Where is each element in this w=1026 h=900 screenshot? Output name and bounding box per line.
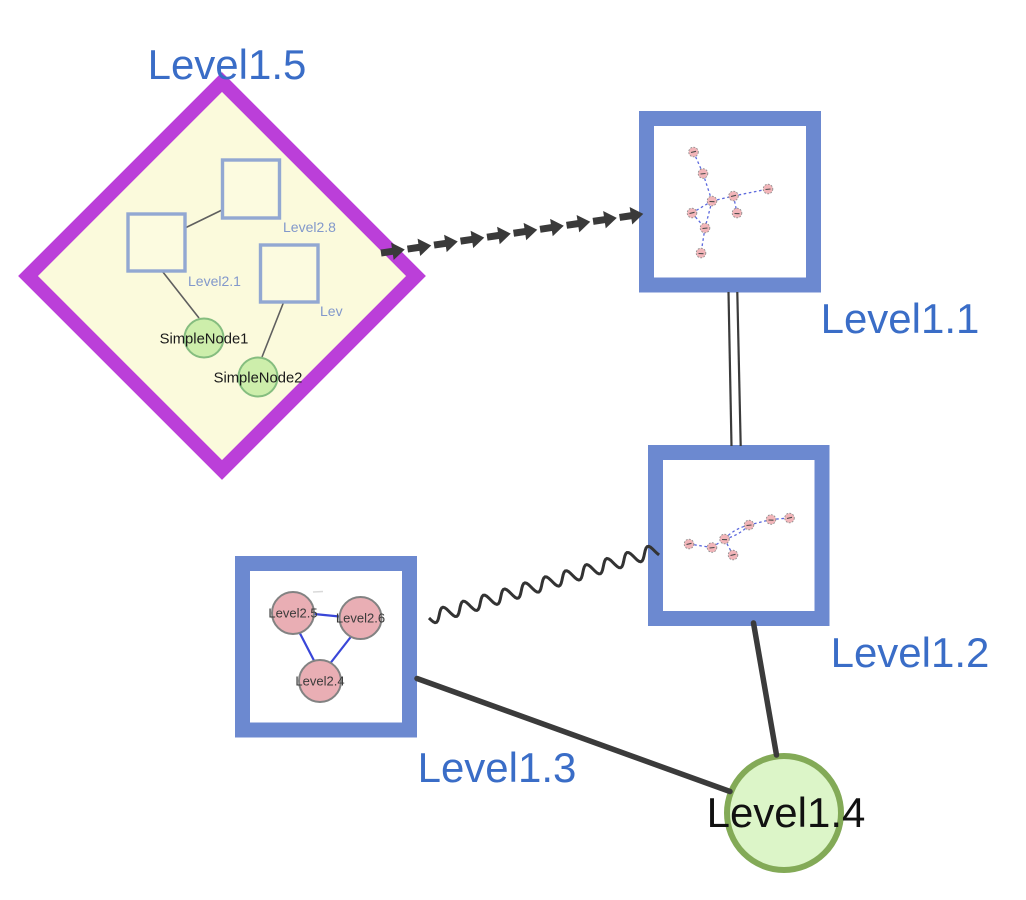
inner-node-level2-1[interactable] [126,212,187,273]
minigraph-level1-1-edge-5[interactable] [691,200,713,214]
minigraph-level1-2-node-0-label-mark [686,542,692,546]
label-level2-6: Level2.6 [336,611,385,626]
circle-level1-4[interactable] [724,753,844,873]
artifact-dash [312,590,324,593]
diamond-shape[interactable] [18,72,426,480]
label-level1-3: Level1.3 [418,744,577,791]
edge-level1-1-to-level1-2[interactable] [727,291,742,447]
edge-level1-5-to-level1-1-arrow-5 [513,222,538,241]
edge-level1-5-to-level1-1-arrow-2 [433,234,458,253]
node-level1-2[interactable]: Level1.2 [648,445,990,677]
minigraph-level1-2[interactable] [683,512,795,561]
node-level1-4[interactable]: Level1.4 [707,753,866,873]
minigraph-level1-2-node-5[interactable] [765,514,777,525]
edge-level1-2-to-level1-4[interactable] [750,620,780,758]
node-level1-1[interactable]: Level1.1 [639,111,980,343]
edge-level1-3-to-level1-2[interactable] [427,544,661,625]
edge-level1-5-to-level1-1-arrow-4 [486,226,511,245]
label-level2-1: Level2.1 [188,273,241,289]
edge-level1-5-to-level1-1-arrow-1 [406,238,432,257]
edge-level1-5-to-level1-1[interactable] [380,205,645,262]
inner-edge-level2-5-to-level2-4[interactable] [298,631,316,663]
minigraph-level1-2-edge-0[interactable] [688,543,713,549]
minigraph-level1-2-node-1-label-mark [709,546,715,549]
minigraph-level1-1-node-7-label-mark [702,227,708,230]
minigraph-level1-1-node-5[interactable] [731,207,743,219]
label-level2-4: Level2.4 [295,674,344,689]
inner-edge-level2-6-to-level2-4[interactable] [329,635,353,664]
edge-level1-5-to-level1-1-arrow-7 [566,214,591,233]
edge-level1-5-to-level1-1-arrow-3 [460,230,485,249]
minigraph-level1-1[interactable] [686,146,774,259]
minigraph-level1-1-node-6-label-mark [689,211,695,215]
minigraph-level1-2-edge-3[interactable] [748,518,772,526]
minigraph-level1-2-node-2[interactable] [719,533,730,545]
nodes-layer: Level1.5Level2.8Level2.1LevSimpleNode1Si… [18,41,990,873]
inner-node-level2-6[interactable] [338,596,383,640]
minigraph-level1-1-node-4-label-mark [765,188,771,191]
minigraph-level1-1-node-3-label-mark [730,194,737,198]
label-simplenode1: SimpleNode1 [160,332,249,348]
inner-node-level2-5[interactable] [271,591,315,635]
box-frame-level1-1[interactable] [639,111,821,293]
edges-layer [380,205,780,795]
inner-edge-lev-to-simplenode2[interactable] [261,302,285,358]
minigraph-level1-1-edge-2[interactable] [711,195,734,202]
label-level1-4: Level1.4 [707,789,866,836]
label-lev: Lev [320,303,343,319]
label-simplenode2: SimpleNode2 [214,371,303,387]
inner-node-level2-8[interactable] [220,158,282,220]
label-level1-1: Level1.1 [821,295,980,342]
edge-level1-3-to-level1-4[interactable] [414,675,733,795]
inner-edge-level2-1-to-level2-8[interactable] [184,209,223,229]
box-frame-level1-3[interactable] [235,556,417,738]
minigraph-level1-2-node-4-label-mark [746,524,752,527]
inner-node-level2-4[interactable] [298,659,342,703]
inner-node-lev[interactable] [258,243,320,304]
edge-level1-5-to-level1-1-arrow-9 [619,207,644,225]
minigraph-level1-1-edge-0[interactable] [692,151,704,174]
minigraph-level1-1-edge-3[interactable] [733,188,769,197]
node-level1-5[interactable]: Level1.5Level2.8Level2.1LevSimpleNode1Si… [18,41,426,480]
minigraph-level1-1-node-8[interactable] [695,247,707,259]
inner-edge-level2-1-to-simplenode1[interactable] [161,271,200,319]
box-frame-level1-2[interactable] [648,445,830,626]
inner-node-simplenode2[interactable] [237,356,279,398]
minigraph-level1-1-node-1-label-mark [700,172,706,175]
edge-level1-5-to-level1-1-arrow-0 [380,242,405,261]
label-level1-2: Level1.2 [831,629,990,676]
label-level1-5: Level1.5 [148,41,307,88]
minigraph-level1-2-node-3-label-mark [730,553,736,557]
inner-node-simplenode1[interactable] [183,317,225,359]
label-level2-5: Level2.5 [268,606,317,621]
minigraph-level1-1-node-0-label-mark [690,150,697,154]
minigraph-level1-2-node-6-label-mark [786,516,793,520]
edge-level1-5-to-level1-1-arrow-8 [592,210,617,229]
label-level2-8: Level2.8 [283,219,336,235]
edge-level1-5-to-level1-1-arrow-6 [539,218,564,237]
minigraph-level1-1-node-2[interactable] [706,195,718,207]
inner-edge-level2-5-to-level2-6[interactable] [313,612,340,618]
